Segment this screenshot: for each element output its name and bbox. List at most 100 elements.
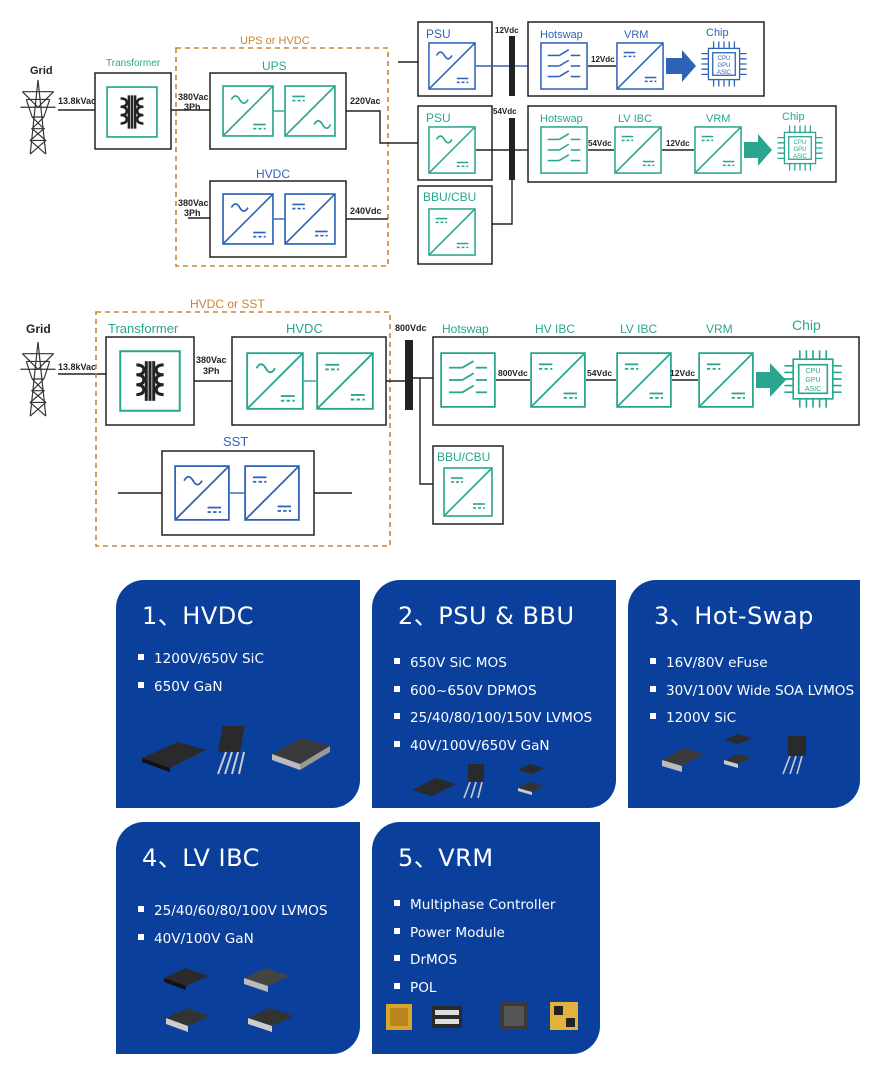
top-bus2-label: 54Vdc bbox=[493, 107, 517, 116]
card-hot-swap-packages bbox=[662, 734, 806, 775]
bottom-bbu-label: BBU/CBU bbox=[437, 450, 490, 464]
top-row2-v1: 54Vdc bbox=[588, 139, 612, 148]
card-hvdc-item: 1200V/650V SiC bbox=[138, 646, 264, 674]
package-d2pak-icon bbox=[142, 742, 206, 772]
bottom-v1: 800Vdc bbox=[498, 368, 528, 378]
card-hvdc-packages bbox=[142, 726, 330, 775]
card-lv-ibc-list: 25/40/60/80/100V LVMOS 40V/100V GaN bbox=[138, 898, 328, 953]
top-row1-arrow-icon bbox=[666, 50, 696, 82]
top-bbu-icon bbox=[428, 208, 476, 256]
card-psu-bbu-item: 40V/100V/650V GaN bbox=[394, 733, 592, 761]
package-qfn-gold-icon bbox=[386, 1004, 412, 1030]
bottom-bus-label: 800Vdc bbox=[395, 323, 427, 333]
top-row1-chip-text3: ASIC bbox=[717, 70, 732, 76]
top-transmission-tower-icon bbox=[19, 79, 57, 155]
card-lv-ibc-item: 40V/100V GaN bbox=[138, 926, 328, 954]
top-bus2-bar bbox=[509, 118, 515, 180]
top-row2-hotswap-label: Hotswap bbox=[540, 113, 583, 125]
top-group-label: UPS or HVDC bbox=[240, 35, 310, 47]
card-hvdc-item: 650V GaN bbox=[138, 674, 264, 702]
bottom-sst-dcdc-icon bbox=[244, 465, 300, 521]
top-row1-vrm-icon bbox=[616, 42, 664, 90]
card-psu-bbu-item: 600~650V DPMOS bbox=[394, 678, 592, 706]
bottom-chip-text3: ASIC bbox=[805, 386, 821, 393]
bottom-lv-ibc-icon bbox=[616, 352, 672, 408]
package-dfn-icon bbox=[518, 764, 544, 795]
card-lv-ibc-title: 4、LV IBC bbox=[142, 844, 260, 872]
top-transformer-icon bbox=[106, 86, 158, 138]
bottom-group-label: HVDC or SST bbox=[190, 297, 265, 311]
bottom-sst-acdc-icon bbox=[174, 465, 230, 521]
top-diagram: Grid 13.8kVac Transformer UPS or HVDC UP… bbox=[19, 21, 837, 267]
top-row1-chip-text2: GPU bbox=[717, 63, 730, 69]
card-vrm-item: Multiphase Controller bbox=[394, 892, 555, 920]
top-psu2-icon bbox=[428, 126, 476, 174]
package-dfn-icon bbox=[164, 968, 208, 990]
top-row2-ibc-label: LV IBC bbox=[618, 113, 652, 125]
card-hot-swap-title: 3、Hot-Swap bbox=[654, 602, 814, 630]
bottom-grid-voltage: 13.8kVac bbox=[58, 362, 96, 372]
card-psu-bbu-list: 650V SiC MOS 600~650V DPMOS 25/40/80/100… bbox=[394, 650, 592, 760]
top-hvdc-output: 240Vdc bbox=[350, 206, 382, 216]
bottom-transformer-label: Transformer bbox=[108, 321, 179, 336]
power-architecture-diagram: Grid 13.8kVac Transformer UPS or HVDC UP… bbox=[19, 21, 860, 547]
top-hvdc-acdc-icon bbox=[222, 193, 274, 245]
package-d2pak-icon bbox=[412, 778, 456, 796]
top-grid-voltage: 13.8kVac bbox=[58, 96, 96, 106]
top-row2-chip-text2: GPU bbox=[793, 147, 806, 153]
bottom-bus-bar bbox=[405, 340, 413, 410]
card-hot-swap-item: 30V/100V Wide SOA LVMOS bbox=[650, 678, 854, 706]
package-power-module-icon bbox=[432, 1006, 462, 1028]
top-hvdc-label: HVDC bbox=[256, 167, 290, 181]
top-row1-hotswap-icon bbox=[540, 42, 588, 90]
bottom-sst-label: SST bbox=[223, 434, 248, 449]
card-vrm-item: DrMOS bbox=[394, 947, 555, 975]
top-row1-vrm-label: VRM bbox=[624, 29, 648, 41]
top-row2-chip-text3: ASIC bbox=[793, 154, 808, 160]
package-qfn-icon bbox=[500, 1002, 528, 1030]
package-toll-icon bbox=[244, 968, 290, 992]
bottom-hv-ibc-label: HV IBC bbox=[535, 322, 575, 336]
top-ups-input-line1: 380Vac bbox=[178, 92, 209, 102]
top-bbu-label: BBU/CBU bbox=[423, 190, 476, 204]
card-lv-ibc-item: 25/40/60/80/100V LVMOS bbox=[138, 898, 328, 926]
top-psu2-label: PSU bbox=[426, 111, 451, 125]
top-row1-chip-label: Chip bbox=[706, 27, 729, 39]
top-row1-chip-text1: CPU bbox=[718, 56, 731, 62]
top-ups-dcac-icon bbox=[284, 85, 336, 137]
bottom-bbu-icon bbox=[443, 467, 493, 517]
package-toll-icon bbox=[272, 738, 330, 770]
bottom-hotswap-icon bbox=[440, 352, 496, 408]
bottom-lv-ibc-label: LV IBC bbox=[620, 322, 657, 336]
top-bus1-label: 12Vdc bbox=[495, 26, 519, 35]
bottom-hotswap-label: Hotswap bbox=[442, 322, 489, 336]
bottom-transformer-icon bbox=[119, 350, 181, 412]
card-vrm-item: Power Module bbox=[394, 920, 555, 948]
bottom-chip-text1: CPU bbox=[806, 368, 821, 375]
card-vrm-title: 5、VRM bbox=[398, 844, 494, 872]
bottom-v2: 54Vdc bbox=[587, 368, 612, 378]
top-row2-vrm-label: VRM bbox=[706, 113, 730, 125]
bottom-grid-label: Grid bbox=[26, 322, 51, 336]
top-ups-output: 220Vac bbox=[350, 96, 381, 106]
top-psu1-label: PSU bbox=[426, 27, 451, 41]
card-hot-swap-item: 1200V SiC bbox=[650, 705, 854, 733]
top-bus1-bar bbox=[509, 36, 515, 96]
bottom-chip-text2: GPU bbox=[805, 377, 820, 384]
card-vrm-packages bbox=[386, 1002, 578, 1030]
top-row2-hotswap-icon bbox=[540, 126, 588, 174]
top-hvdc-input-line2: 3Ph bbox=[184, 208, 201, 218]
bottom-hvdc-input-line1: 380Vac bbox=[196, 355, 227, 365]
bottom-diagram: Grid 13.8kVac HVDC or SST Transformer 38… bbox=[19, 297, 860, 547]
card-lv-ibc: 4、LV IBC 25/40/60/80/100V LVMOS 40V/100V… bbox=[116, 822, 360, 1054]
card-hvdc-title: 1、HVDC bbox=[142, 602, 254, 630]
bottom-vrm-icon bbox=[698, 352, 754, 408]
card-hot-swap-list: 16V/80V eFuse 30V/100V Wide SOA LVMOS 12… bbox=[650, 650, 854, 733]
top-row2-chip-label: Chip bbox=[782, 111, 805, 123]
card-hot-swap: 3、Hot-Swap 16V/80V eFuse 30V/100V Wide S… bbox=[628, 580, 860, 808]
top-hvdc-dcdc-icon bbox=[284, 193, 336, 245]
card-vrm-item: POL bbox=[394, 975, 555, 1003]
package-dfn-icon bbox=[724, 734, 752, 768]
card-vrm-list: Multiphase Controller Power Module DrMOS… bbox=[394, 892, 555, 1002]
top-psu1-icon bbox=[428, 42, 476, 90]
